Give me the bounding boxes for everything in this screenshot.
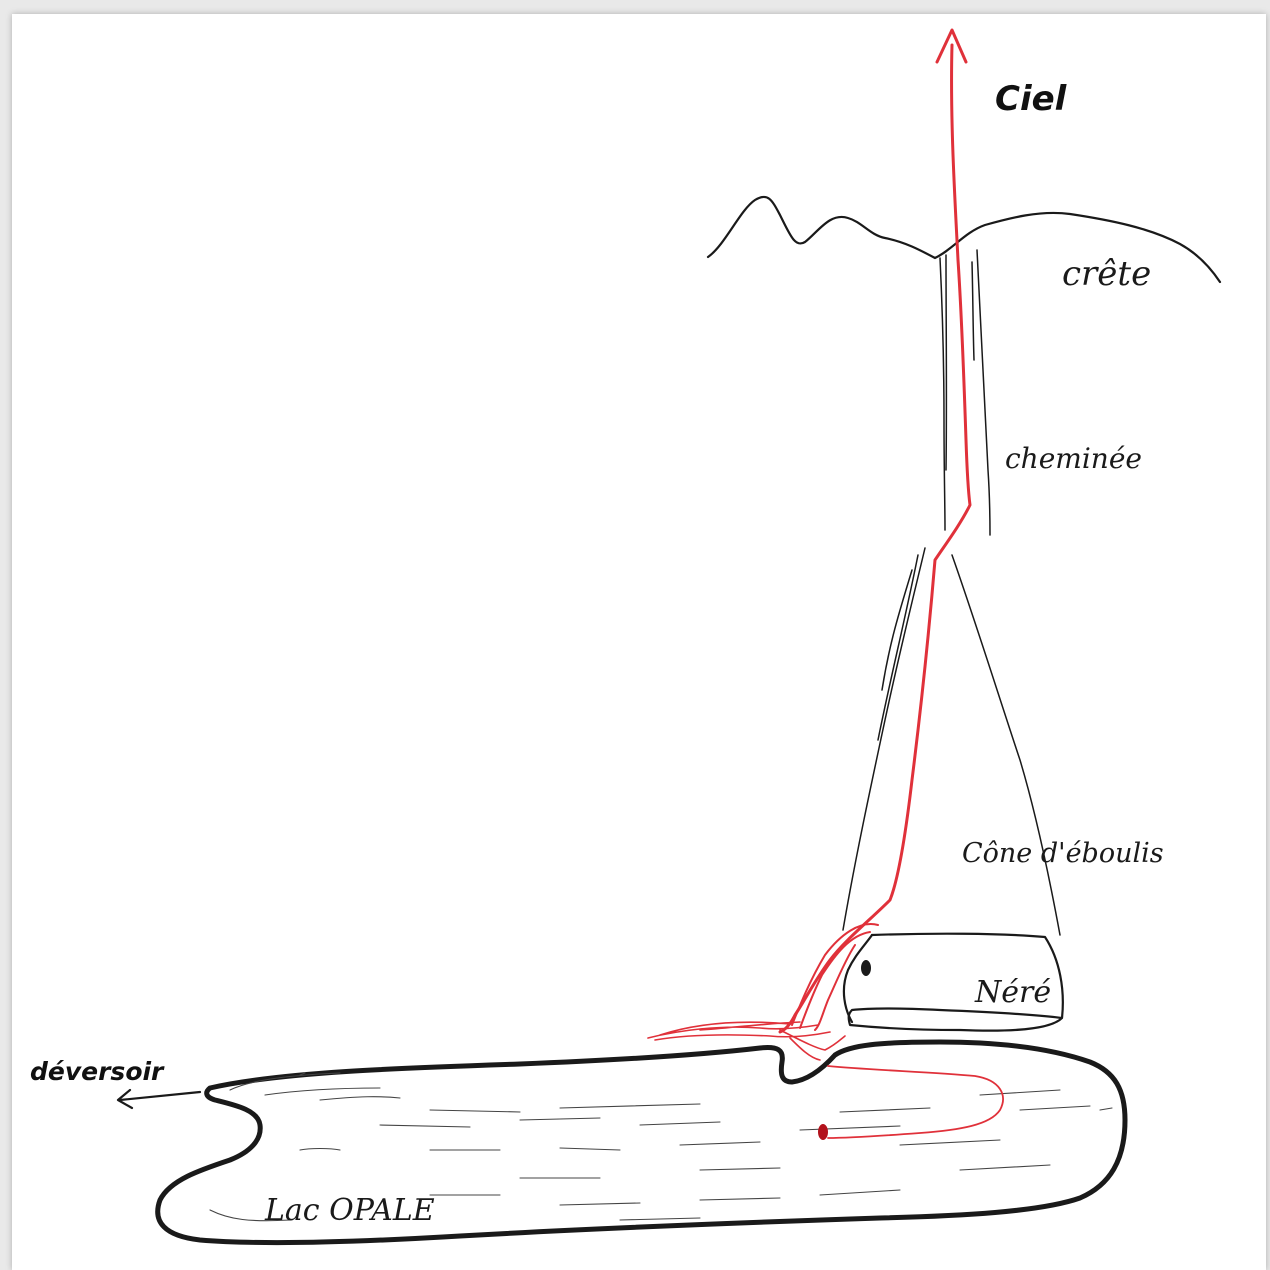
- scree-cone-right: [952, 555, 1060, 935]
- label-crete: crête: [1062, 254, 1151, 294]
- label-nere: Néré: [974, 975, 1051, 1010]
- route-loop-upper: [792, 924, 878, 1030]
- route-lake-loop: [828, 1066, 1003, 1138]
- scree-cone-left-extra2: [882, 570, 912, 690]
- chimney-wall-right: [977, 250, 990, 535]
- label-lac-opale: Lac OPALE: [264, 1193, 435, 1228]
- chimney-wall-left: [940, 258, 945, 530]
- route-main: [780, 45, 970, 1032]
- label-ciel: Ciel: [995, 79, 1068, 119]
- nere-entrance-hole: [861, 960, 871, 976]
- scree-cone-left: [843, 548, 925, 930]
- boat-marker: [818, 1124, 828, 1140]
- label-cone: Cône d'éboulis: [962, 838, 1164, 869]
- label-cheminee: cheminée: [1005, 442, 1142, 475]
- scree-cone-left-extra: [878, 555, 918, 740]
- label-deversoir: déversoir: [30, 1057, 165, 1086]
- deversoir-arrow: [118, 1090, 200, 1108]
- chimney-wall-right-inner: [972, 262, 974, 360]
